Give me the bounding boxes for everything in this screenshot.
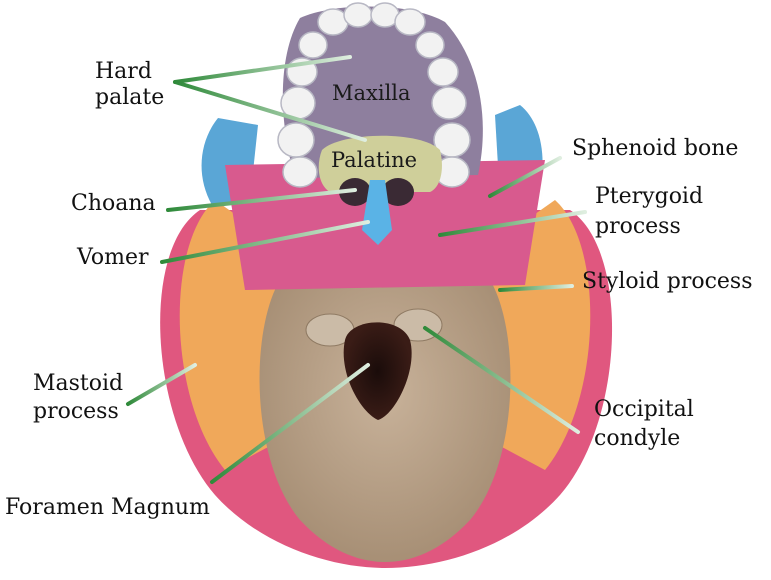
leader-styloid [498, 284, 574, 292]
label-occipital-line2: condyle [594, 426, 680, 451]
label-mastoid-line2: process [33, 399, 119, 424]
teeth [277, 2, 471, 188]
label-mastoid-line1: Mastoid [33, 371, 123, 396]
choana-right [382, 178, 414, 206]
label-pterygoid-line1: Pterygoid [595, 184, 703, 209]
label-occipital-line1: Occipital [594, 397, 694, 422]
leader-sphenoid [488, 156, 562, 198]
leader-hard-palate-a [173, 55, 352, 84]
label-styloid: Styloid process [582, 269, 753, 294]
label-foramen-magnum: Foramen Magnum [5, 495, 210, 520]
leader-pterygoid [438, 210, 587, 237]
label-hard-palate-line2: palate [95, 85, 164, 110]
label-sphenoid: Sphenoid bone [572, 136, 738, 161]
leader-hard-palate-b [173, 80, 367, 142]
label-pterygoid-line2: process [595, 214, 681, 239]
foramen-magnum [343, 322, 412, 420]
leader-occipital-condyle [423, 326, 580, 434]
vomer-bone [362, 180, 392, 245]
leader-mastoid [126, 363, 197, 406]
leader-choana [166, 188, 357, 212]
label-hard-palate-line1: Hard [95, 59, 152, 84]
maxilla-label: Maxilla [332, 81, 411, 105]
palatine-label: Palatine [331, 148, 417, 172]
label-choana: Choana [71, 191, 156, 216]
label-vomer: Vomer [76, 245, 149, 270]
leader-lines [126, 55, 587, 484]
leader-foramen-magnum [210, 363, 370, 484]
palatine-bone [318, 135, 442, 192]
leader-vomer [160, 220, 370, 264]
